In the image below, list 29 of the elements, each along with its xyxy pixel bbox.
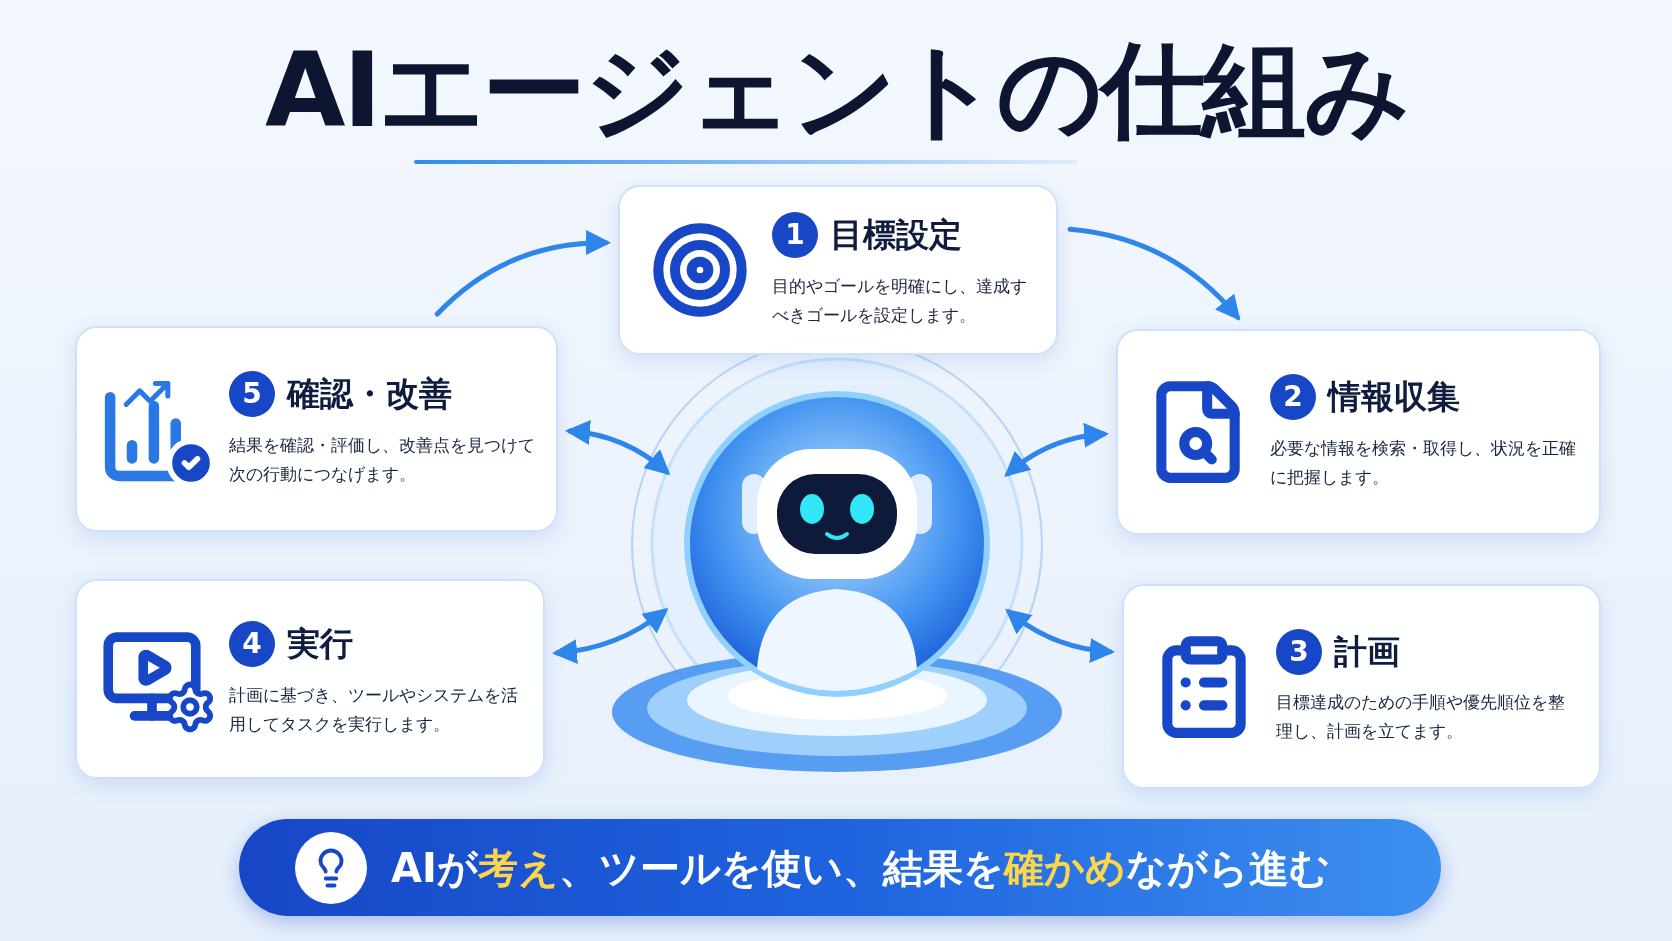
step-card: [618, 185, 1058, 355]
step-number: 1: [772, 212, 818, 259]
title: AIエージェントの仕組み: [264, 28, 1408, 153]
step-description: 目的やゴールを明確にし、達成すべきゴールを設定します。: [772, 274, 1028, 327]
step-description: 結果を確認・評価し、改善点を見つけて次の行動につなげます。: [229, 433, 536, 486]
step-heading: 計画: [1334, 630, 1400, 673]
step-heading: 確認・改善: [287, 373, 452, 416]
step-number: 2: [1270, 374, 1316, 421]
step-description: 計画に基づき、ツールやシステムを活用してタスクを実行します。: [229, 683, 519, 736]
step-number: 5: [229, 371, 275, 418]
step-heading: 実行: [287, 623, 353, 666]
step-heading: 目標設定: [830, 214, 962, 257]
curved-arrow: [434, 230, 611, 317]
curved-arrow: [1005, 608, 1115, 663]
step-card: [75, 326, 558, 532]
step-card: [75, 579, 545, 779]
step-number: 3: [1276, 628, 1322, 675]
curved-arrow: [552, 608, 669, 664]
curved-arrow: [1067, 226, 1241, 321]
step-heading: 情報収集: [1328, 376, 1460, 419]
step-description: 必要な情報を検索・取得し、状況を正確に把握します。: [1270, 436, 1577, 489]
step-number: 4: [229, 621, 275, 668]
step-description: 目標達成のための手順や優先順位を整理し、計画を立てます。: [1276, 691, 1566, 744]
step-card: [1122, 584, 1601, 789]
step-card: [1116, 329, 1601, 535]
summary-banner: [239, 819, 1441, 916]
curved-arrow: [565, 420, 671, 476]
curved-arrow: [1004, 423, 1109, 477]
summary-text: AIが考え、ツールを使い、結果を確かめながら進む: [391, 843, 1330, 893]
